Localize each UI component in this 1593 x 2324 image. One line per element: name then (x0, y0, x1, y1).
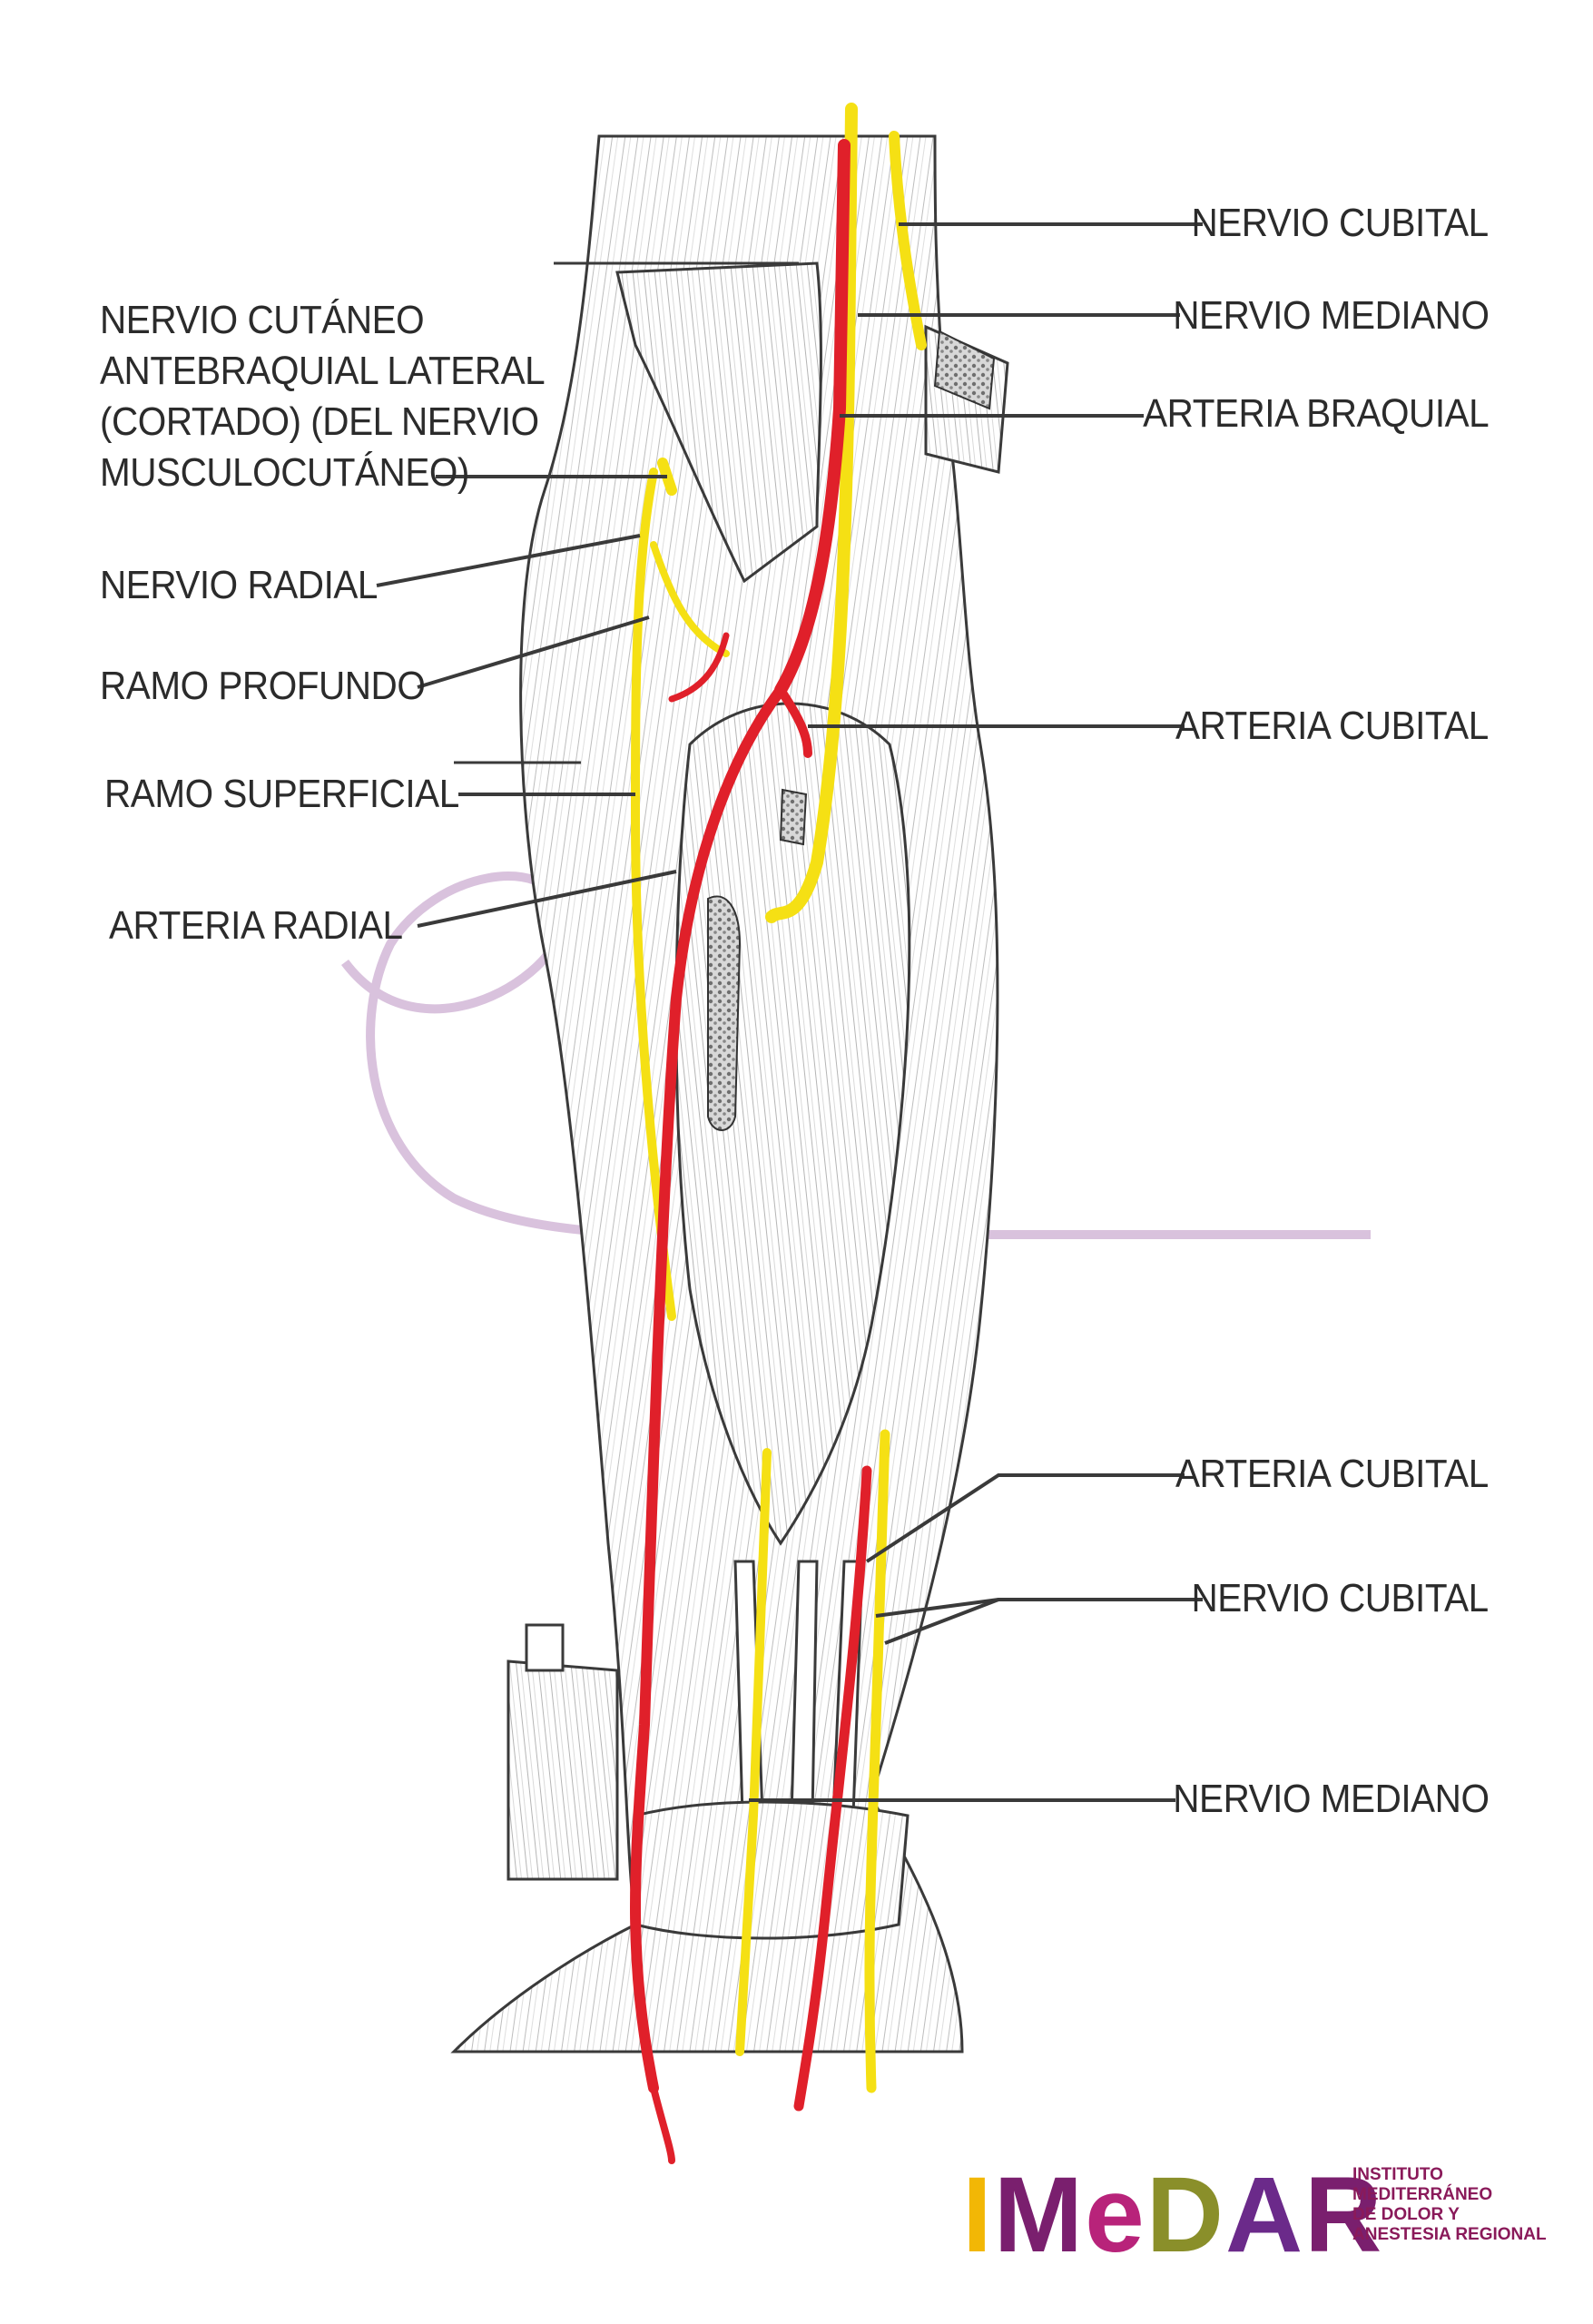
logo-letter-i: I (962, 2155, 994, 2275)
radial-deep-branch-path (650, 541, 730, 657)
ulnar-artery-path (776, 685, 812, 758)
imedar-logo: IMeDAR INSTITUTO MEDITERRÁNEO DE DOLOR Y… (962, 2156, 1579, 2283)
logo-letter-r: R (1304, 2155, 1384, 2275)
ulnar-nerve-path (889, 131, 927, 350)
arteries (630, 139, 872, 2164)
radial-recurrent-branch-path (668, 632, 730, 703)
brachial-artery-path (774, 139, 851, 696)
palmar-arch-branch-path (650, 2084, 675, 2164)
median-nerve-path (765, 103, 858, 923)
label-ramo-superficial: RAMO SUPERFICIAL (104, 772, 459, 816)
nerves (630, 103, 927, 2093)
imedar-logo-subtitle: INSTITUTO MEDITERRÁNEO DE DOLOR Y ANESTE… (1352, 2165, 1547, 2244)
radial-nerve-path (630, 468, 676, 1321)
label-arteria-radial: ARTERIA RADIAL (109, 903, 403, 948)
label-nervio-radial: NERVIO RADIAL (100, 563, 378, 607)
label-nervio-mediano-low: NERVIO MEDIANO (1172, 1777, 1490, 1821)
label-nervio-cubital-low: NERVIO CUBITAL (1191, 1576, 1490, 1620)
label-arteria-cubital-mid: ARTERIA CUBITAL (1175, 704, 1489, 748)
leader-lines (376, 222, 1203, 1802)
logo-letter-m: M (993, 2155, 1086, 2275)
radial-artery-path (630, 684, 786, 2093)
logo-letter-e: e (1085, 2155, 1146, 2275)
label-arteria-braquial: ARTERIA BRAQUIAL (1142, 391, 1490, 436)
label-ramo-profundo: RAMO PROFUNDO (100, 664, 426, 708)
median-nerve-lower-path (735, 1448, 772, 2056)
label-nervio-cubital-top: NERVIO CUBITAL (1191, 201, 1490, 245)
logo-letter-a: A (1224, 2155, 1305, 2275)
logo-letter-d: D (1146, 2155, 1225, 2275)
label-nervio-cutaneo-antebraquial: NERVIO CUTÁNEO ANTEBRAQUIAL LATERAL (COR… (100, 298, 546, 495)
label-arteria-cubital-low: ARTERIA CUBITAL (1175, 1452, 1489, 1496)
ulnar-artery-lower-path (793, 1465, 872, 2112)
imedar-logo-wordmark: IMeDAR (962, 2156, 1383, 2274)
label-nervio-mediano-top: NERVIO MEDIANO (1172, 293, 1490, 338)
ulnar-nerve-lower-path (864, 1429, 890, 2093)
cut-section-texture (707, 330, 996, 1131)
